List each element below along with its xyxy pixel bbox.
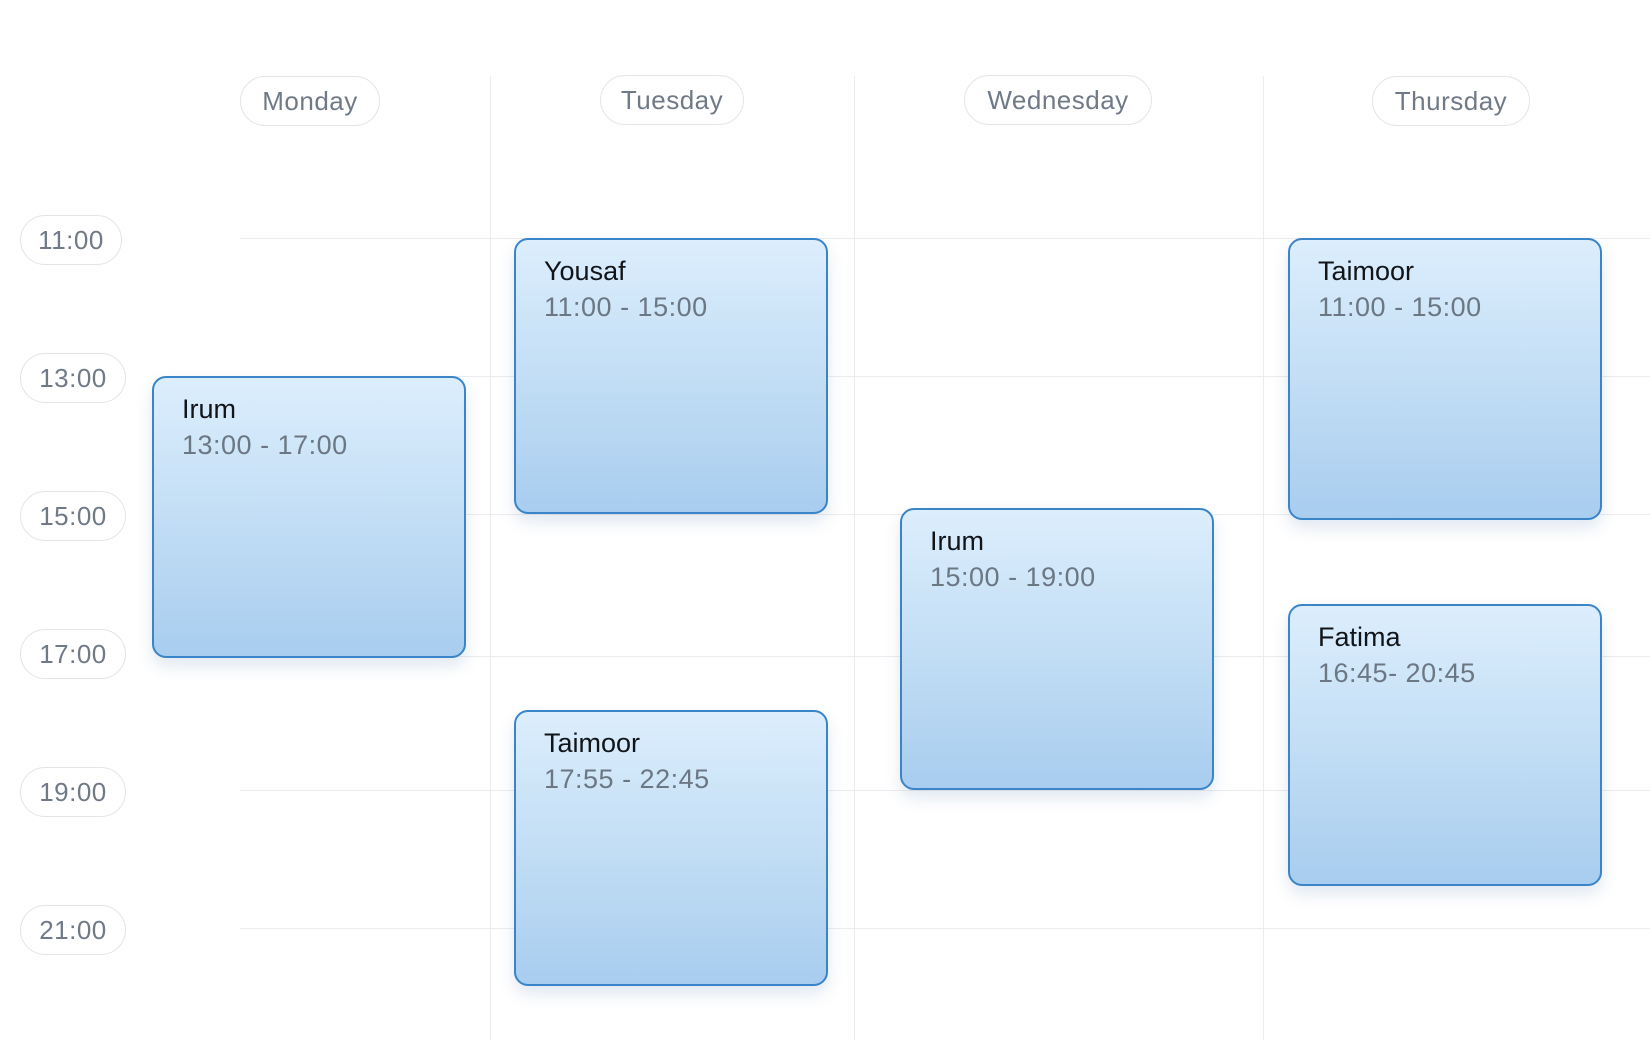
event-name: Taimoor [544, 728, 641, 758]
event-name: Irum [182, 394, 236, 424]
event-time-range: 13:00 - 17:00 [182, 430, 348, 460]
time-label-13: 13:00 [20, 353, 126, 403]
event-card[interactable]: Taimoor 17:55 - 22:45 [514, 710, 828, 986]
event-time-range: 15:00 - 19:00 [930, 562, 1096, 592]
gridline-21 [240, 928, 1650, 929]
gridline-19 [240, 790, 1650, 791]
time-label-11: 11:00 [20, 215, 122, 265]
gridline-11 [240, 238, 1650, 239]
event-name: Fatima [1318, 622, 1401, 652]
column-divider-tuesday-wednesday [854, 76, 855, 1040]
time-label-19: 19:00 [20, 767, 126, 817]
time-label-17: 17:00 [20, 629, 126, 679]
time-label-15: 15:00 [20, 491, 126, 541]
event-card[interactable]: Fatima 16:45- 20:45 [1288, 604, 1602, 886]
column-divider-wednesday-thursday [1263, 76, 1264, 1040]
day-header-thursday[interactable]: Thursday [1372, 76, 1530, 126]
event-card[interactable]: Irum 15:00 - 19:00 [900, 508, 1214, 790]
event-time-range: 16:45- 20:45 [1318, 658, 1476, 688]
event-card[interactable]: Yousaf 11:00 - 15:00 [514, 238, 828, 514]
event-card[interactable]: Irum 13:00 - 17:00 [152, 376, 466, 658]
gridline-13 [240, 376, 1650, 377]
column-divider-monday-tuesday [490, 76, 491, 1040]
event-name: Irum [930, 526, 984, 556]
event-name: Taimoor [1318, 256, 1415, 286]
event-time-range: 11:00 - 15:00 [1318, 292, 1482, 322]
event-time-range: 11:00 - 15:00 [544, 292, 708, 322]
event-name: Yousaf [544, 256, 626, 286]
event-card[interactable]: Taimoor 11:00 - 15:00 [1288, 238, 1602, 520]
time-label-21: 21:00 [20, 905, 126, 955]
event-time-range: 17:55 - 22:45 [544, 764, 710, 794]
day-header-tuesday[interactable]: Tuesday [600, 75, 744, 125]
day-header-wednesday[interactable]: Wednesday [964, 75, 1152, 125]
day-header-monday[interactable]: Monday [240, 76, 380, 126]
